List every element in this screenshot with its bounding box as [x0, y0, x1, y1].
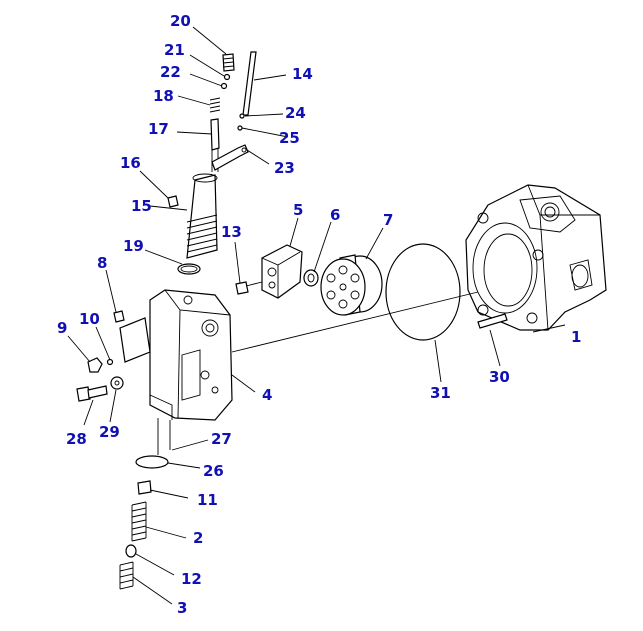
callout-21: 21 [164, 41, 185, 59]
part-21-seat [223, 73, 231, 81]
callout-22: 22 [160, 63, 181, 81]
callout-19: 19 [123, 237, 144, 255]
part-24-pin [239, 113, 245, 119]
callout-17: 17 [148, 120, 169, 138]
callout-23: 23 [274, 159, 295, 177]
part-10-pin [106, 358, 114, 366]
part-1-housing [465, 184, 607, 331]
assembly-axis [231, 291, 479, 353]
callout-1: 1 [571, 328, 581, 346]
part-14-rod [242, 51, 257, 116]
callout-5: 5 [293, 201, 303, 219]
part-23-link [211, 144, 249, 171]
part-3-spring [119, 561, 134, 590]
callout-29: 29 [99, 423, 120, 441]
part-9-nut [87, 357, 103, 373]
part-11-plug [137, 480, 152, 495]
callout-26: 26 [203, 462, 224, 480]
callout-12: 12 [181, 570, 202, 588]
callout-13: 13 [221, 223, 242, 241]
callout-2: 2 [193, 529, 203, 547]
part-16-plug [167, 195, 179, 208]
part-13-bolt [235, 281, 263, 295]
callout-labels: 1 2 3 4 5 6 7 8 9 10 11 12 13 14 15 16 1… [57, 12, 581, 617]
part-29-washer [110, 376, 124, 390]
part-12-nut [125, 544, 137, 558]
part-30-pin [477, 313, 508, 329]
part-8-plug [113, 310, 125, 323]
callout-16: 16 [120, 154, 141, 172]
callout-11: 11 [197, 491, 218, 509]
callout-4: 4 [262, 386, 272, 404]
callout-25: 25 [279, 129, 300, 147]
callout-3: 3 [177, 599, 187, 617]
part-5-valve-plate [261, 244, 303, 299]
callout-28: 28 [66, 430, 87, 448]
callout-30: 30 [489, 368, 510, 386]
part-7-cylinder-block [320, 254, 383, 316]
callout-8: 8 [97, 254, 107, 272]
callout-15: 15 [131, 197, 152, 215]
part-4-end-cap [119, 289, 233, 421]
part-25-pin [237, 125, 243, 131]
callout-7: 7 [383, 211, 393, 229]
part-27-pin [157, 418, 171, 455]
callout-9: 9 [57, 319, 67, 337]
part-18-spring [209, 97, 221, 113]
callout-24: 24 [285, 104, 306, 122]
part-15-sleeve [186, 173, 218, 259]
part-17-piston [210, 118, 220, 172]
callout-20: 20 [170, 12, 191, 30]
part-2-spring [131, 501, 147, 542]
leader-lines [67, 26, 566, 605]
part-20-screw [222, 53, 235, 72]
callout-31: 31 [430, 384, 451, 402]
part-28-bolt [76, 385, 108, 402]
part-31-gasket [385, 243, 461, 341]
callout-6: 6 [330, 206, 340, 224]
part-26-plate [135, 455, 169, 469]
part-19-oring [177, 263, 201, 275]
callout-27: 27 [211, 430, 232, 448]
callout-14: 14 [292, 65, 313, 83]
part-22-ball [220, 82, 228, 90]
callout-10: 10 [79, 310, 100, 328]
part-6-nut [303, 269, 319, 287]
callout-18: 18 [153, 87, 174, 105]
